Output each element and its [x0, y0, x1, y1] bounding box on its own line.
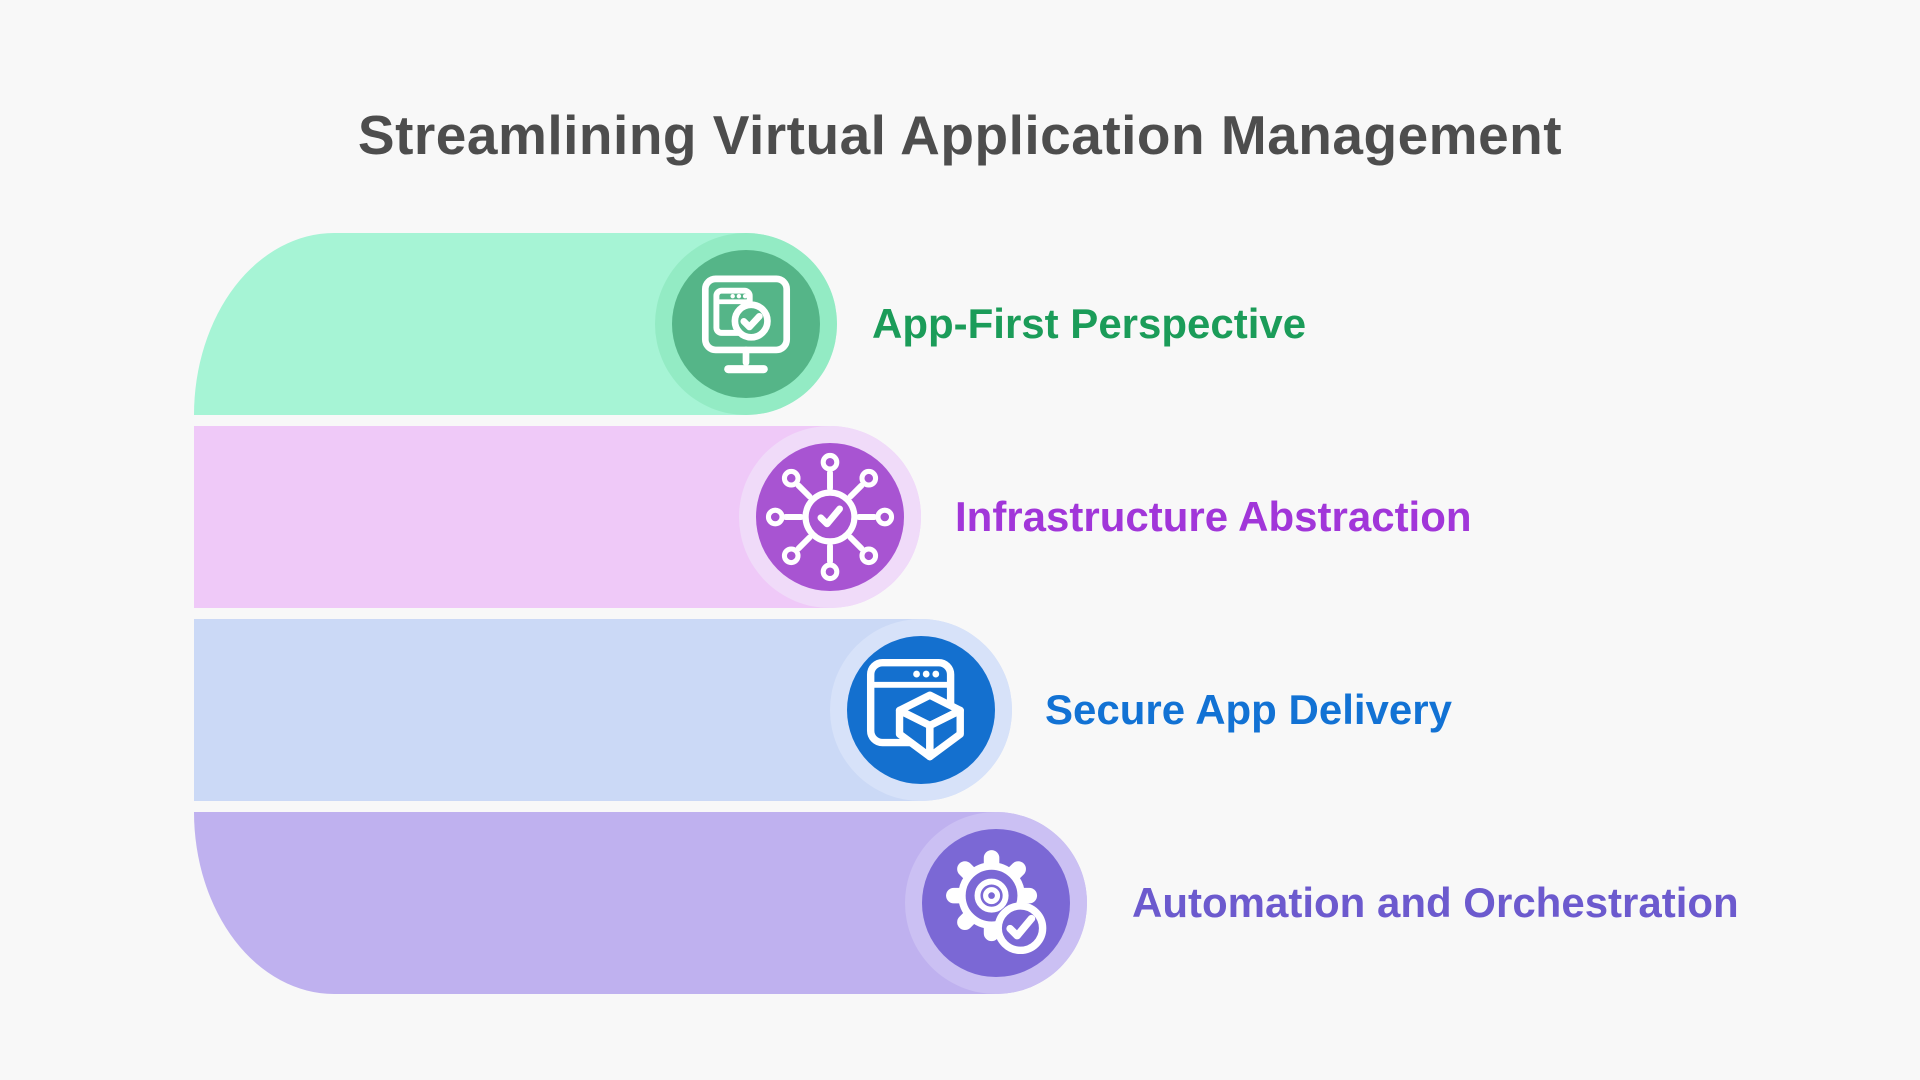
browser-package-icon — [866, 658, 964, 761]
monitor-app-check-icon — [701, 275, 791, 374]
icon-circle — [922, 829, 1070, 977]
step-label: App-First Perspective — [872, 300, 1307, 347]
icon-circle — [672, 250, 820, 398]
gear-check-icon — [946, 850, 1047, 955]
network-hub-check-icon — [765, 452, 895, 582]
icon-circle — [756, 443, 904, 591]
icon-circle — [847, 636, 995, 784]
page-title: Streamlining Virtual Application Managem… — [357, 104, 1563, 166]
step-label: Infrastructure Abstraction — [955, 493, 1472, 540]
step-label: Automation and Orchestration — [1132, 879, 1739, 926]
step-label: Secure App Delivery — [1045, 686, 1452, 733]
